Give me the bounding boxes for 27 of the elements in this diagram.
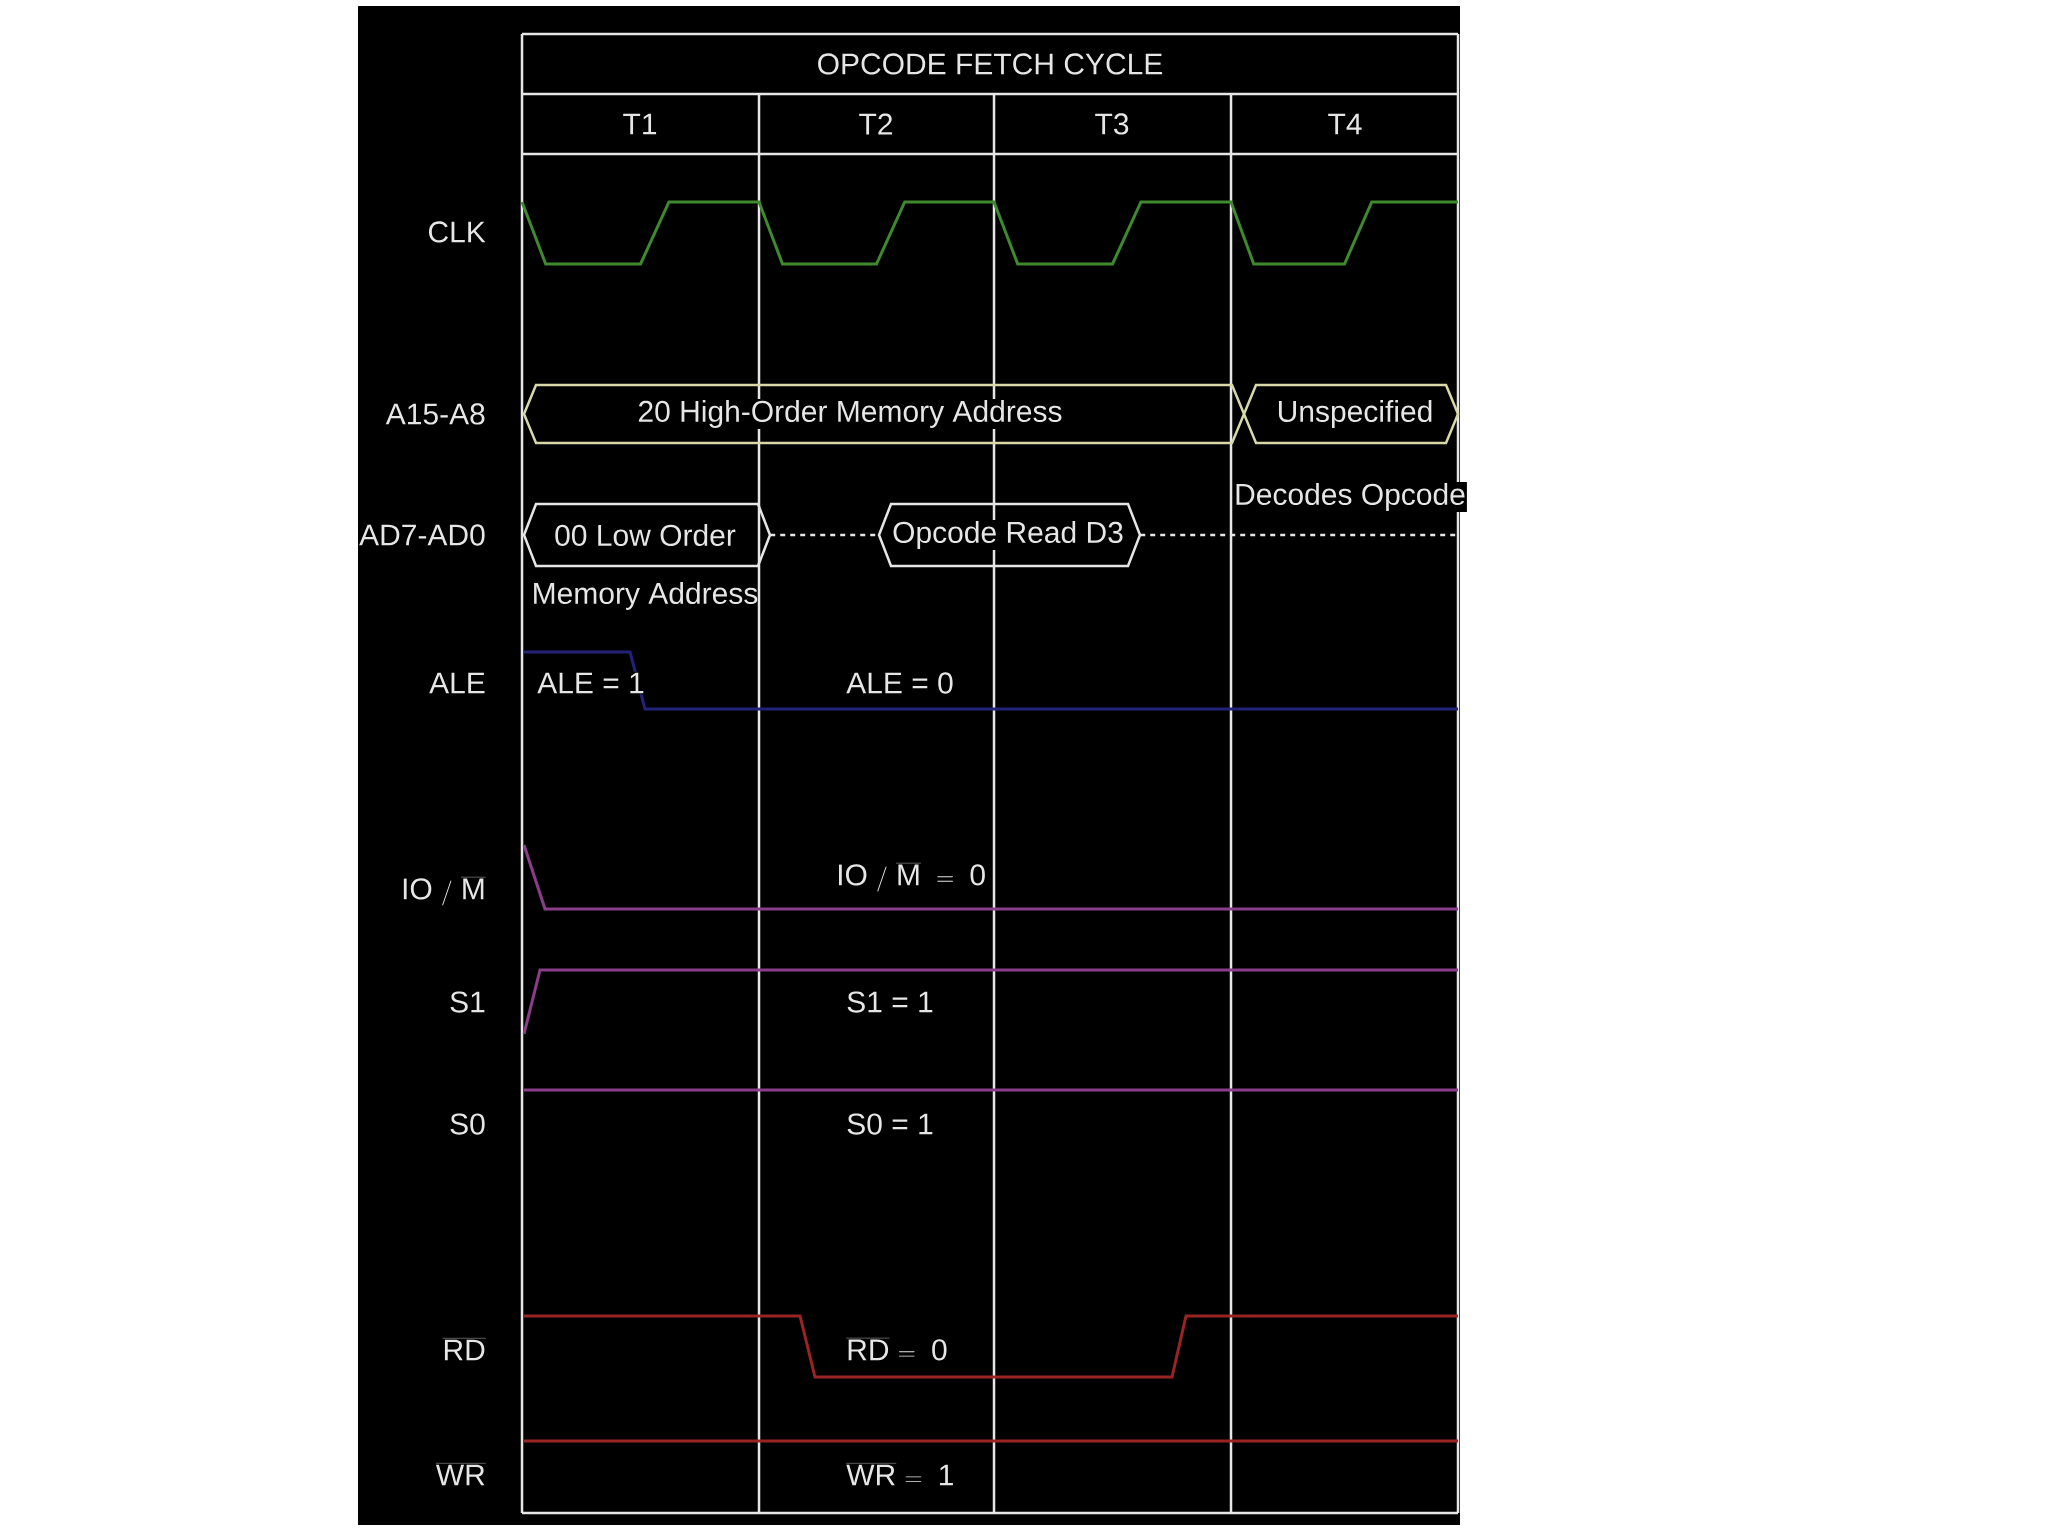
header-cell: T3 [1095, 113, 1129, 135]
bus-value-box: 20 High-Order Memory Address [522, 383, 1246, 445]
signal-name: CLK [426, 220, 487, 244]
box-caption: Memory Address [534, 582, 758, 610]
signal-value: $\overline{\mathrm{RD}}\mathrm{\ =\ 0}$ [845, 1336, 949, 1362]
bus-value-box: Unspecified [1242, 383, 1460, 445]
signal-name: ALE [428, 671, 487, 695]
signal-value: $\mathrm{IO\ /\ \overline{M}\ =\ 0}$ [835, 861, 988, 893]
dotted-line [1140, 533, 1458, 537]
bus-value-box: 00 Low Order [522, 502, 772, 568]
note: Decodes Opcode [1233, 482, 1467, 512]
header-cell: T1 [623, 113, 657, 135]
signal-name: S1 [448, 990, 487, 1014]
signal-value: ALE = 1 [536, 671, 646, 695]
header-cell: T4 [1328, 113, 1362, 135]
signal-value: S0 = 1 [845, 1112, 935, 1136]
signal-name: AD7-AD0 [358, 523, 487, 547]
signal-name: $\mathrm{IO\ /\ \overline{M}}$ [400, 875, 487, 907]
signal-name: S0 [448, 1112, 487, 1136]
header-cell: OPCODE FETCH CYCLE [818, 53, 1163, 75]
signal-value: $\overline{\mathrm{WR}}\mathrm{\ =\ 1}$ [845, 1461, 956, 1487]
signal-value: S1 = 1 [845, 990, 935, 1014]
signal-name: $\overline{\mathrm{RD}}$ [441, 1336, 487, 1362]
signal-name: A15-A8 [384, 402, 487, 426]
bus-value-box: Opcode Read D3 [877, 502, 1142, 568]
header-cell: T2 [859, 113, 892, 135]
signal-value: ALE = 0 [845, 671, 955, 695]
